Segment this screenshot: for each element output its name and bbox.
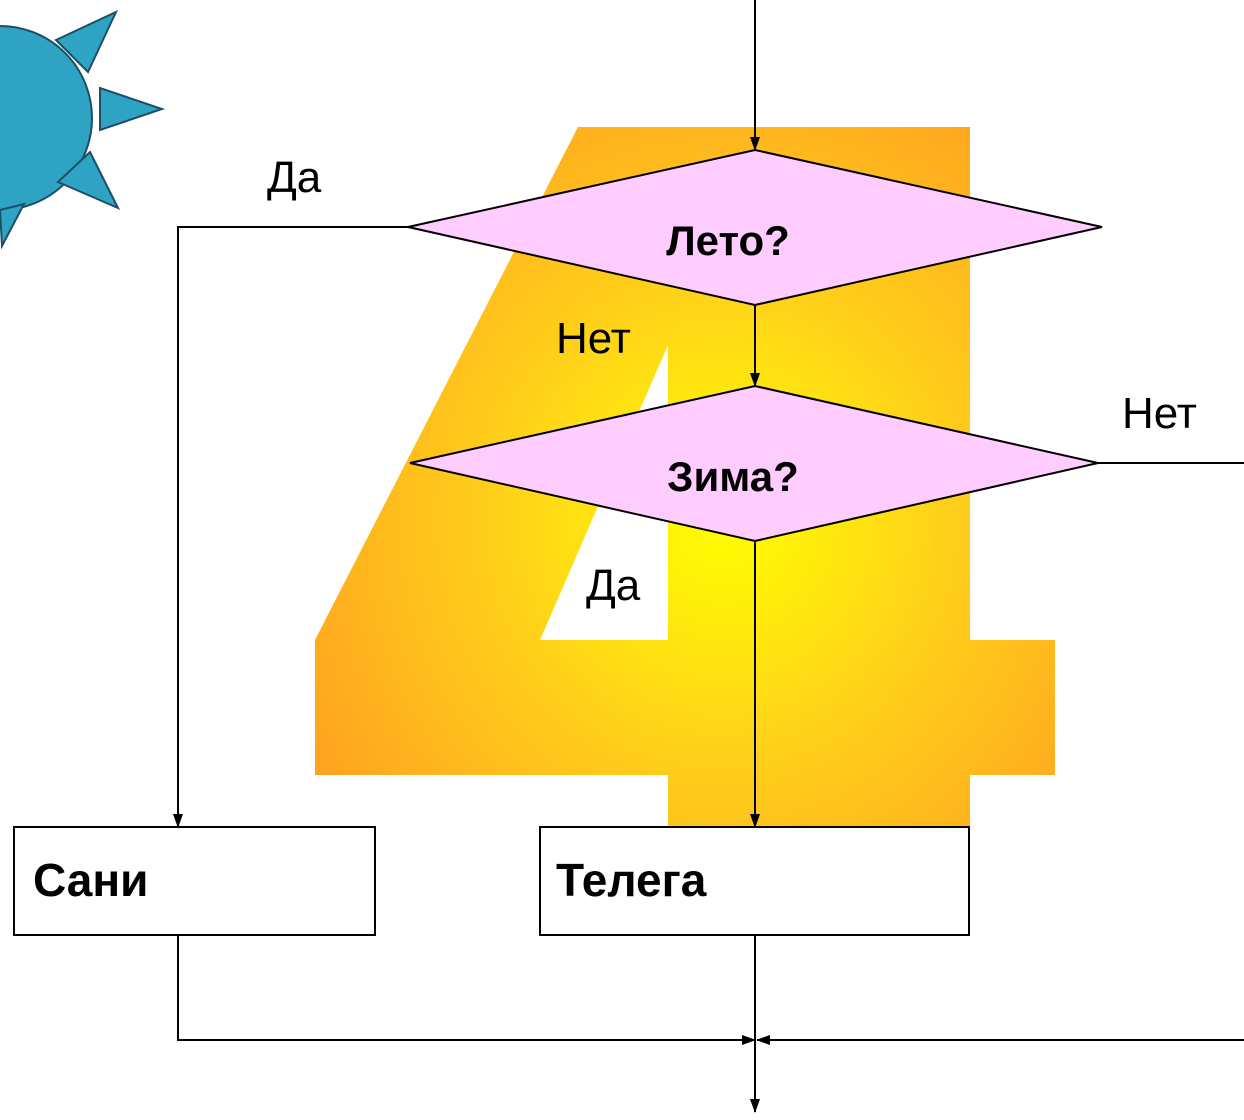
sledge-out-connector — [177, 935, 756, 1045]
edge-label-summer-yes: Да — [267, 153, 322, 202]
connectors — [173, 0, 1244, 1113]
decision-winter: Зима? — [409, 384, 1099, 543]
edge-label-winter-no: Нет — [1122, 389, 1197, 438]
summer-yes-connector — [173, 226, 408, 828]
edge-label-summer-no: Нет — [556, 314, 631, 363]
process-sledge-label: Сани — [33, 854, 148, 906]
process-sledge: Сани — [13, 826, 376, 936]
decision-winter-label: Зима? — [667, 453, 799, 500]
process-cart: Телега — [539, 826, 970, 936]
decision-summer-label: Лето? — [666, 217, 790, 264]
decision-summer: Лето? — [407, 148, 1103, 307]
sun-icon — [0, 9, 166, 250]
edge-label-winter-yes: Да — [586, 561, 641, 610]
process-cart-label: Телега — [556, 854, 707, 906]
